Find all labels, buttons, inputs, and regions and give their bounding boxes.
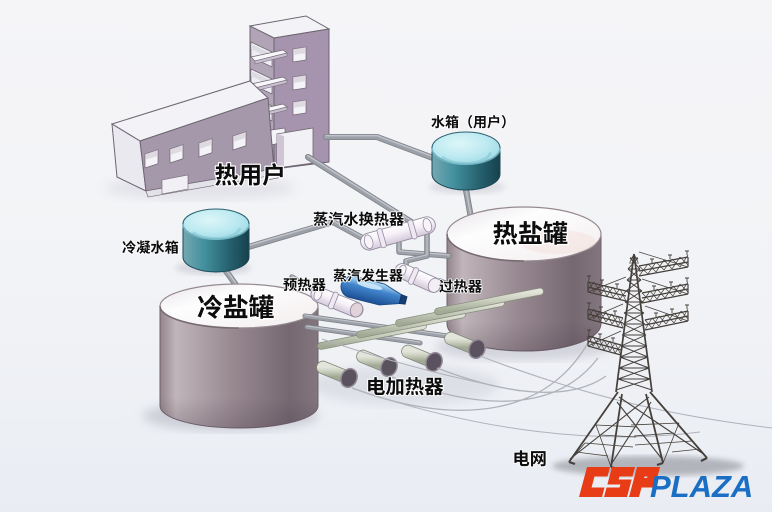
svg-text:PLAZA: PLAZA <box>650 469 753 504</box>
